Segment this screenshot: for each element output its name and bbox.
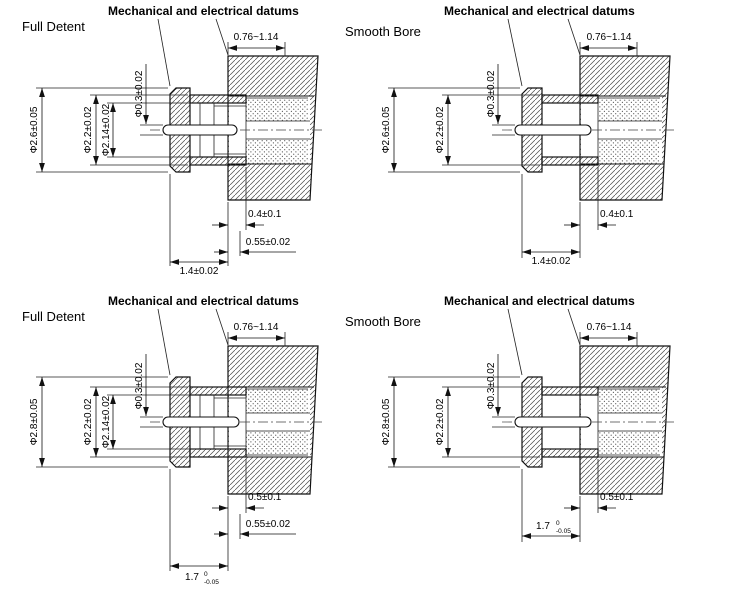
datums-heading: Mechanical and electrical datums (108, 294, 299, 308)
shell-wall-top (189, 386, 247, 396)
dim-outer-diameter: Φ2.8±0.05 (29, 398, 40, 445)
bulkhead-section (227, 345, 319, 495)
dim-c-value: 1.7 (185, 572, 199, 583)
bulkhead-section (227, 55, 319, 201)
dim-bore-diameter: Φ2.2±0.02 (83, 398, 94, 445)
dim-c-value: 1.7 (536, 521, 550, 532)
dim-pin-diameter: Φ0.3±0.02 (134, 362, 145, 409)
diameter-dimensions: Φ2.8±0.05 Φ2.2±0.02 Φ2.14±0.02 Φ0.3±0.02 (29, 354, 198, 468)
panel-full-detent-28: Full Detent Mechanical and electrical da… (0, 290, 340, 609)
dim-b: 0.55±0.02 (246, 519, 291, 530)
center-pin (514, 416, 592, 428)
diameter-dimensions: Φ2.6±0.05 Φ2.2±0.02 Φ0.3±0.02 (381, 64, 540, 173)
dim-bore-diameter: Φ2.2±0.02 (435, 106, 446, 153)
shell-wall-top (541, 94, 599, 104)
dim-a: 0.4±0.1 (248, 209, 282, 220)
panel-title: Smooth Bore (345, 24, 421, 39)
dim-c-tolerance-upper: 0 (204, 571, 208, 578)
dim-panel-thickness: 0.76~1.14 (587, 322, 632, 333)
datum-leader-lines (157, 18, 229, 87)
shell-wall-top (541, 386, 599, 396)
dim-detent-diameter: Φ2.14±0.02 (101, 395, 112, 448)
datums-heading: Mechanical and electrical datums (444, 294, 635, 308)
dim-pin-diameter: Φ0.3±0.02 (486, 362, 497, 409)
bottom-dimensions: 0.4±0.1 0.55±0.02 1.4±0.02 (169, 167, 296, 277)
diameter-dimensions: Φ2.6±0.05 Φ2.2±0.02 Φ2.14±0.02 Φ0.3±0.02 (29, 64, 198, 173)
drawing-smooth-bore-28: Smooth Bore Mechanical and electrical da… (345, 294, 676, 542)
center-pin (162, 416, 240, 428)
drawing-smooth-bore-26: Smooth Bore Mechanical and electrical da… (345, 4, 676, 267)
dim-panel-thickness: 0.76~1.14 (234, 322, 279, 333)
datum-leader-lines (507, 18, 581, 87)
datum-leader-lines (507, 308, 581, 376)
top-dimension: 0.76~1.14 (227, 322, 286, 346)
dim-b: 0.55±0.02 (246, 237, 291, 248)
center-pin (162, 124, 238, 136)
dim-pin-diameter: Φ0.3±0.02 (486, 70, 497, 117)
drawing-full-detent-28: Full Detent Mechanical and electrical da… (22, 294, 324, 586)
top-dimension: 0.76~1.14 (227, 32, 286, 56)
datums-heading: Mechanical and electrical datums (444, 4, 635, 18)
dim-a: 0.5±0.1 (248, 492, 282, 503)
bulkhead-section (579, 345, 671, 495)
panel-full-detent-26: Full Detent Mechanical and electrical da… (0, 0, 340, 290)
dim-c-tolerance-upper: 0 (556, 520, 560, 527)
bottom-dimensions: 0.4±0.1 1.4±0.02 (521, 167, 634, 267)
dim-a: 0.5±0.1 (600, 492, 634, 503)
datum-leader-lines (157, 308, 229, 376)
shell-wall-bottom (541, 448, 599, 458)
panel-smooth-bore-28: Smooth Bore Mechanical and electrical da… (340, 290, 731, 609)
panel-title: Full Detent (22, 19, 85, 34)
top-dimension: 0.76~1.14 (579, 322, 638, 346)
shell-wall-bottom (189, 448, 247, 458)
dim-c: 1.4±0.02 (180, 266, 219, 277)
shell-wall-top (189, 94, 247, 104)
panel-title: Full Detent (22, 309, 85, 324)
center-pin (514, 124, 592, 136)
dim-bore-diameter: Φ2.2±0.02 (435, 398, 446, 445)
dim-c-tolerance-lower: -0.05 (204, 579, 219, 586)
shell-wall-bottom (189, 156, 247, 166)
bottom-dimensions: 0.5±0.1 1.7 0 -0.05 (521, 459, 634, 542)
dim-c-tolerance-lower: -0.05 (556, 528, 571, 535)
bottom-dimensions: 0.5±0.1 0.55±0.02 1.7 0 -0.05 (169, 459, 296, 586)
dim-c: 1.4±0.02 (532, 256, 571, 267)
dim-panel-thickness: 0.76~1.14 (587, 32, 632, 43)
shell-wall-bottom (541, 156, 599, 166)
dim-panel-thickness: 0.76~1.14 (234, 32, 279, 43)
dim-a: 0.4±0.1 (600, 209, 634, 220)
datums-heading: Mechanical and electrical datums (108, 4, 299, 18)
panel-smooth-bore-26: Smooth Bore Mechanical and electrical da… (340, 0, 731, 290)
bulkhead-section (579, 55, 671, 201)
dim-bore-diameter: Φ2.2±0.02 (83, 106, 94, 153)
dim-pin-diameter: Φ0.3±0.02 (134, 70, 145, 117)
panel-title: Smooth Bore (345, 314, 421, 329)
dim-outer-diameter: Φ2.6±0.05 (29, 106, 40, 153)
diameter-dimensions: Φ2.8±0.05 Φ2.2±0.02 Φ0.3±0.02 (381, 354, 540, 468)
drawing-full-detent-26: Full Detent Mechanical and electrical da… (22, 4, 324, 277)
dim-detent-diameter: Φ2.14±0.02 (101, 103, 112, 156)
dim-outer-diameter: Φ2.6±0.05 (381, 106, 392, 153)
dim-outer-diameter: Φ2.8±0.05 (381, 398, 392, 445)
top-dimension: 0.76~1.14 (579, 32, 638, 56)
